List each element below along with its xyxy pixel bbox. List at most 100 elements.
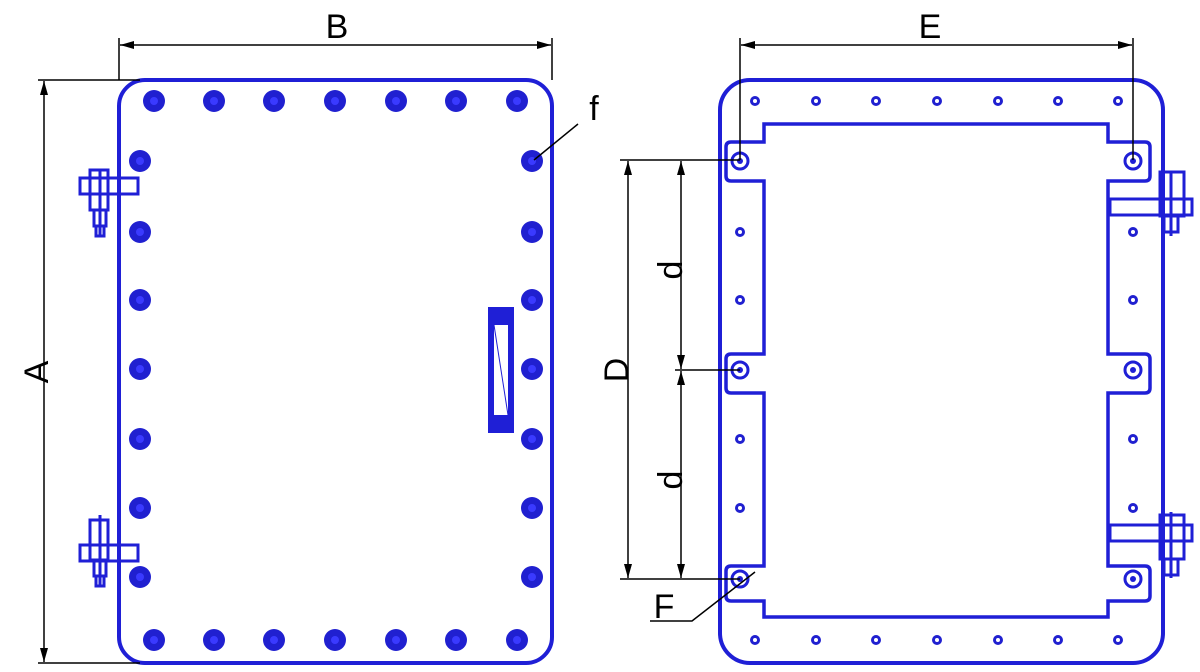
bolt-center	[136, 157, 144, 165]
dim-label-d-upper: d	[652, 261, 690, 280]
bolt-center	[210, 636, 218, 644]
frame-bolt-14	[735, 227, 745, 237]
frame-bolt-16	[735, 295, 745, 305]
mounting-holes	[730, 151, 1143, 589]
frame-bolt-5	[871, 635, 881, 645]
dimension-D	[620, 159, 740, 580]
dim-label-d-lower: d	[652, 471, 690, 490]
bolt-center	[528, 365, 536, 373]
bolt-center	[136, 365, 144, 373]
dimension-B	[118, 38, 553, 80]
bolt-center	[753, 638, 757, 642]
bolt-center	[513, 97, 521, 105]
bolt-center	[874, 638, 878, 642]
hole-center	[1130, 367, 1136, 373]
bolt-center	[513, 636, 521, 644]
bolt-center	[814, 99, 818, 103]
bolt-head-18	[129, 289, 151, 311]
bolt-head-17	[521, 221, 543, 243]
bolt-head-22	[129, 428, 151, 450]
bolt-center	[1056, 638, 1060, 642]
bolt-center	[1131, 437, 1135, 441]
bolt-head-11	[445, 629, 467, 651]
callout-F: F	[654, 588, 675, 626]
bolt-center	[150, 636, 158, 644]
bolt-center	[392, 97, 400, 105]
bolt-center	[392, 636, 400, 644]
bolt-center	[738, 506, 742, 510]
bolt-center	[528, 435, 536, 443]
frame-bolt-6	[932, 96, 942, 106]
bolt-head-2	[203, 90, 225, 112]
bolt-center	[136, 296, 144, 304]
bolt-center	[528, 228, 536, 236]
bolt-head-20	[129, 358, 151, 380]
door-outline	[117, 78, 554, 665]
frame-bolt-9	[993, 635, 1003, 645]
bolt-head-5	[263, 629, 285, 651]
bolt-center	[753, 99, 757, 103]
bolt-center	[1116, 638, 1120, 642]
bolt-center	[452, 636, 460, 644]
bolt-head-19	[521, 289, 543, 311]
bolt-head-14	[129, 150, 151, 172]
frame-bolt-2	[811, 96, 821, 106]
callout-f: f	[589, 90, 599, 128]
mounting-hole-3	[1123, 360, 1143, 380]
frame-opening	[724, 122, 1152, 619]
bolt-head-9	[385, 629, 407, 651]
hole-center	[1130, 576, 1136, 582]
bolt-center	[136, 573, 144, 581]
frame-bolt-18	[735, 434, 745, 444]
bolt-center	[1131, 506, 1135, 510]
frame-bolt-7	[932, 635, 942, 645]
bolt-center	[738, 230, 742, 234]
bolt-center	[1056, 99, 1060, 103]
frame-bolt-12	[1113, 96, 1123, 106]
bolt-center	[1116, 99, 1120, 103]
front-view: B A f	[18, 8, 599, 665]
handle	[488, 307, 514, 433]
frame-bolt-4	[871, 96, 881, 106]
bolt-center	[331, 636, 339, 644]
frame-bolt-0	[750, 96, 760, 106]
bolt-center	[136, 228, 144, 236]
frame-bolt-21	[1128, 503, 1138, 513]
back-hinge-upper	[1108, 170, 1194, 236]
bolt-center	[738, 437, 742, 441]
front-bolts	[129, 90, 543, 651]
bolt-head-15	[521, 150, 543, 172]
bolt-head-7	[324, 629, 346, 651]
bolt-center	[136, 435, 144, 443]
frame-bolt-20	[735, 503, 745, 513]
bolt-head-16	[129, 221, 151, 243]
dimension-A	[38, 79, 140, 664]
bolt-center	[528, 157, 536, 165]
hole-center	[1130, 158, 1136, 164]
frame-bolt-17	[1128, 295, 1138, 305]
bolt-center	[1131, 298, 1135, 302]
frame-bolt-8	[993, 96, 1003, 106]
bolt-head-1	[143, 629, 165, 651]
bolt-center	[738, 298, 742, 302]
bolt-center	[528, 504, 536, 512]
bolt-center	[814, 638, 818, 642]
bolt-center	[874, 99, 878, 103]
bolt-head-27	[521, 566, 543, 588]
dim-label-D: D	[598, 358, 636, 383]
bolt-head-0	[143, 90, 165, 112]
frame-bolt-15	[1128, 227, 1138, 237]
bolt-center	[270, 97, 278, 105]
frame-bolt-1	[750, 635, 760, 645]
leader-F	[650, 571, 756, 622]
bolt-center	[528, 296, 536, 304]
back-view: E D d d F	[598, 8, 1194, 665]
hinge-lower	[78, 515, 140, 588]
bolt-head-8	[385, 90, 407, 112]
bolt-center	[935, 638, 939, 642]
frame-bolt-19	[1128, 434, 1138, 444]
hinge-upper	[78, 168, 140, 238]
back-bolts	[735, 96, 1138, 645]
mounting-hole-5	[1123, 569, 1143, 589]
bolt-center	[136, 504, 144, 512]
